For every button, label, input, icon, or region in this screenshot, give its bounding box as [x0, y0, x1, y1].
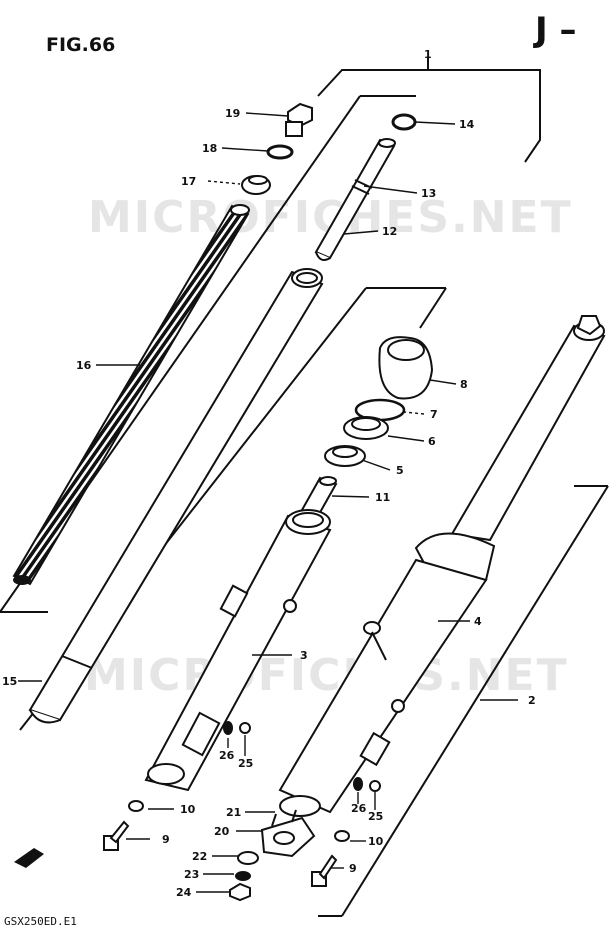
plug-25-left: [239, 722, 251, 734]
group-outline-left: [0, 95, 416, 613]
bolt-9-left: [103, 820, 130, 851]
callout-24: 24: [176, 886, 192, 899]
callout-9-right: 9: [349, 862, 357, 875]
callout-22: 22: [192, 850, 207, 863]
dust-boot: [378, 336, 434, 400]
callout-26-left: 26: [219, 749, 235, 762]
callout-labels: 1 2 3 4 5 6 7 8 9 9 10 10 11 12 13 14 15…: [2, 48, 536, 899]
oil-seal: [343, 416, 389, 440]
washer-23: [235, 871, 251, 881]
plug-25-right: [369, 780, 381, 792]
plug-26-left: [223, 721, 233, 735]
callout-2: 2: [528, 694, 536, 707]
rod-seal: [391, 113, 417, 131]
callout-25-left: 25: [238, 757, 253, 770]
callout-1: 1: [424, 48, 432, 61]
inner-tube: [28, 268, 324, 724]
callout-26-right: 26: [351, 802, 367, 815]
callout-5: 5: [396, 464, 404, 477]
callout-18: 18: [202, 142, 217, 155]
seal-retainer: [324, 445, 366, 467]
washer-22: [237, 851, 259, 865]
spring-spacer: [241, 175, 271, 195]
fork-tube-right: [450, 315, 606, 542]
callout-13: 13: [421, 187, 436, 200]
outer-tube-left: [144, 509, 332, 792]
figure-title: FIG.66: [46, 34, 116, 56]
washer-10-right: [334, 830, 350, 842]
callout-3: 3: [300, 649, 308, 662]
callout-10-right: 10: [368, 835, 384, 848]
callout-17: 17: [181, 175, 196, 188]
callout-4: 4: [474, 615, 482, 628]
plug-26-right: [353, 777, 363, 791]
nut-24: [229, 882, 251, 902]
callout-9-left: 9: [162, 833, 170, 846]
callout-7: 7: [430, 408, 438, 421]
leader-lines: [18, 112, 518, 893]
callout-10-left: 10: [180, 803, 196, 816]
callout-15: 15: [2, 675, 17, 688]
group-outline-right: [318, 485, 609, 917]
callout-20: 20: [214, 825, 230, 838]
axle-holder: [260, 809, 316, 858]
callout-21: 21: [226, 806, 241, 819]
outer-tube-right: [278, 532, 496, 817]
callout-6: 6: [428, 435, 436, 448]
callout-8: 8: [460, 378, 468, 391]
callout-19: 19: [225, 107, 240, 120]
section-mark: J –: [535, 10, 577, 50]
callout-23: 23: [184, 868, 199, 881]
damper-rod: [314, 138, 396, 261]
fork-spring: [12, 204, 250, 586]
callout-12: 12: [382, 225, 397, 238]
bolt-9-right: [311, 854, 338, 887]
washer-10-left: [128, 800, 144, 812]
front-arrow-icon: [14, 848, 44, 868]
footer-code: GSX250ED.E1: [4, 915, 77, 928]
assembly-bracket: [317, 58, 541, 163]
cap-bolt: [285, 102, 313, 137]
callout-11: 11: [375, 491, 390, 504]
callout-25-right: 25: [368, 810, 383, 823]
callout-16: 16: [76, 359, 92, 372]
o-ring: [266, 144, 294, 160]
callout-14: 14: [459, 118, 475, 131]
